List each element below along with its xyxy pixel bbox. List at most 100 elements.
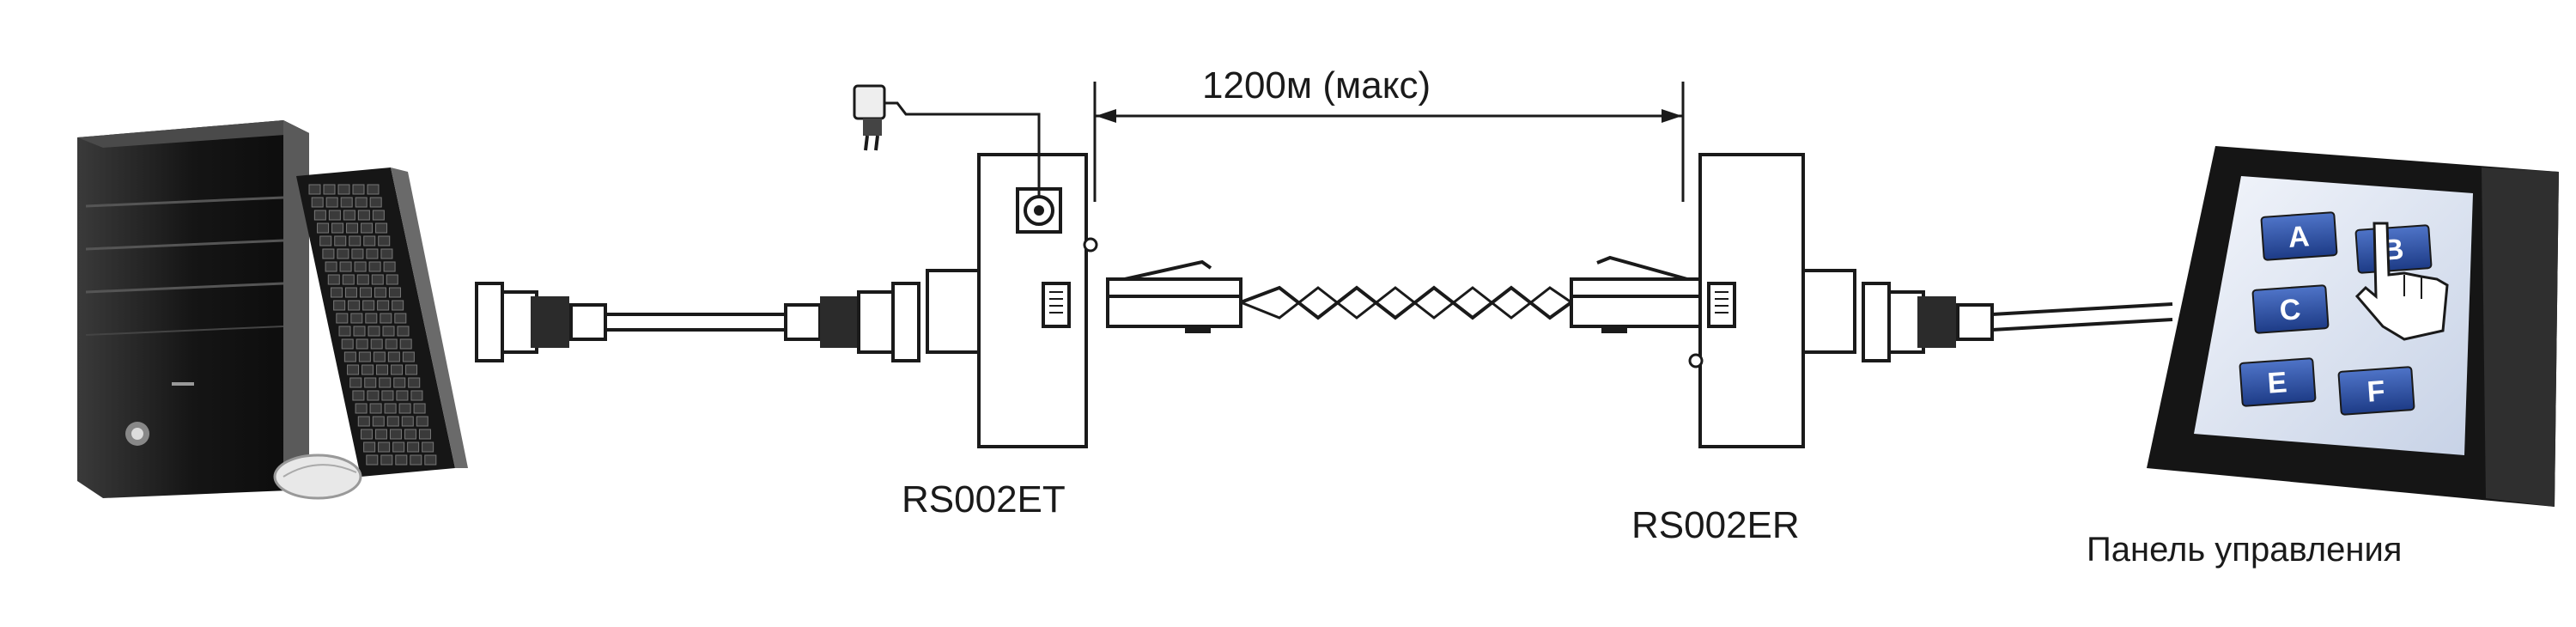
- keyboard-key: [378, 235, 391, 247]
- keyboard-key: [325, 197, 338, 208]
- keyboard-key: [392, 441, 405, 453]
- keyboard-key: [354, 261, 367, 272]
- keyboard-key: [355, 403, 368, 414]
- keyboard-key: [371, 274, 384, 285]
- keyboard-key: [322, 248, 335, 259]
- keyboard-key: [346, 222, 359, 234]
- transmitter-rs002et: [926, 153, 1098, 448]
- keyboard-key: [413, 403, 426, 414]
- keyboard-key: [384, 403, 397, 414]
- keyboard-key: [380, 454, 393, 466]
- keyboard-key: [366, 248, 379, 259]
- keyboard-key: [365, 313, 378, 324]
- keyboard-key: [373, 351, 386, 362]
- keyboard-key: [343, 351, 356, 362]
- keyboard-key: [391, 364, 404, 375]
- touch-key-c: C: [2251, 284, 2330, 334]
- keyboard-key: [343, 210, 355, 221]
- keyboard-key: [342, 274, 355, 285]
- keyboard-key: [368, 261, 381, 272]
- keyboard-key: [405, 364, 418, 375]
- keyboard-key: [331, 222, 344, 234]
- keyboard-key: [372, 210, 385, 221]
- db9-connector-left: [475, 282, 607, 362]
- touch-key-e: E: [2239, 357, 2317, 407]
- keyboard-key: [338, 326, 351, 337]
- rj45-plug-left: [1106, 259, 1242, 333]
- keyboard-key: [328, 210, 341, 221]
- keyboard-key: [370, 338, 383, 350]
- keyboard-key: [344, 287, 357, 298]
- keyboard-key: [387, 351, 400, 362]
- keyboard-key: [422, 441, 434, 453]
- touch-key-f: F: [2337, 366, 2415, 416]
- keyboard-key: [372, 416, 385, 427]
- keyboard-key: [337, 184, 350, 195]
- keyboard-key: [357, 416, 370, 427]
- touch-key-label: C: [2278, 293, 2301, 327]
- keyboard-key: [323, 184, 336, 195]
- keyboard-key: [347, 364, 360, 375]
- keyboard-key: [389, 429, 402, 440]
- keyboard-key: [356, 274, 369, 285]
- keyboard-key: [410, 454, 422, 466]
- keyboard-key: [386, 274, 398, 285]
- keyboard-key: [383, 261, 396, 272]
- keyboard-key: [399, 338, 412, 350]
- db9-cable-pc-side: [475, 282, 920, 362]
- keyboard-key: [355, 197, 368, 208]
- panel-label: Панель управления: [2087, 531, 2403, 569]
- keyboard-key: [416, 416, 428, 427]
- db9-cable-panel-side: [1862, 282, 2173, 362]
- keyboard-key: [378, 441, 391, 453]
- keyboard-key: [361, 222, 374, 234]
- keyboard-key: [424, 454, 437, 466]
- keyboard-key: [360, 429, 373, 440]
- pc-tower: [77, 120, 309, 498]
- keyboard-key: [336, 313, 349, 324]
- keyboard-key: [404, 429, 416, 440]
- db9-connector-right: [784, 282, 920, 362]
- keyboard-key: [349, 377, 362, 388]
- keyboard-key: [385, 338, 398, 350]
- keyboard-key: [388, 287, 401, 298]
- keyboard-key: [407, 441, 420, 453]
- keyboard-key: [319, 235, 332, 247]
- keyboard-key: [369, 197, 382, 208]
- keyboard-key: [395, 454, 408, 466]
- arrowhead-left-icon: [1096, 109, 1116, 123]
- computer-illustration: [77, 120, 468, 500]
- keyboard-key: [397, 326, 410, 337]
- keyboard-key: [375, 222, 388, 234]
- keyboard-key: [376, 364, 389, 375]
- twisted-pair-cable: [1106, 255, 1706, 333]
- keyboard-key: [380, 248, 393, 259]
- keyboard-key: [364, 377, 377, 388]
- keyboard-key: [333, 300, 346, 311]
- keyboard-key: [308, 184, 321, 195]
- rj45-port: [1042, 282, 1071, 328]
- keyboard-key: [313, 210, 326, 221]
- rj45-plug-right: [1570, 255, 1706, 333]
- keyboard-key: [311, 197, 324, 208]
- keyboard-key: [362, 300, 375, 311]
- touch-key-label: F: [2366, 374, 2385, 408]
- keyboard-key: [368, 326, 380, 337]
- touch-key-b: B: [2354, 224, 2433, 274]
- transmitter-label: RS002ET: [902, 478, 1066, 520]
- keyboard-key: [380, 313, 392, 324]
- keyboard-key: [317, 222, 330, 234]
- keyboard-key: [330, 287, 343, 298]
- pointing-hand-icon: [2354, 222, 2449, 341]
- keyboard-key: [363, 235, 376, 247]
- keyboard: [296, 167, 468, 477]
- keyboard-key: [386, 416, 399, 427]
- keyboard-key: [396, 390, 409, 401]
- keyboard-key: [379, 377, 392, 388]
- keyboard-key: [352, 390, 365, 401]
- keyboard-key: [355, 338, 368, 350]
- power-adapter-icon: [853, 84, 1041, 198]
- keyboard-key: [353, 326, 366, 337]
- touch-key-label: A: [2287, 220, 2310, 254]
